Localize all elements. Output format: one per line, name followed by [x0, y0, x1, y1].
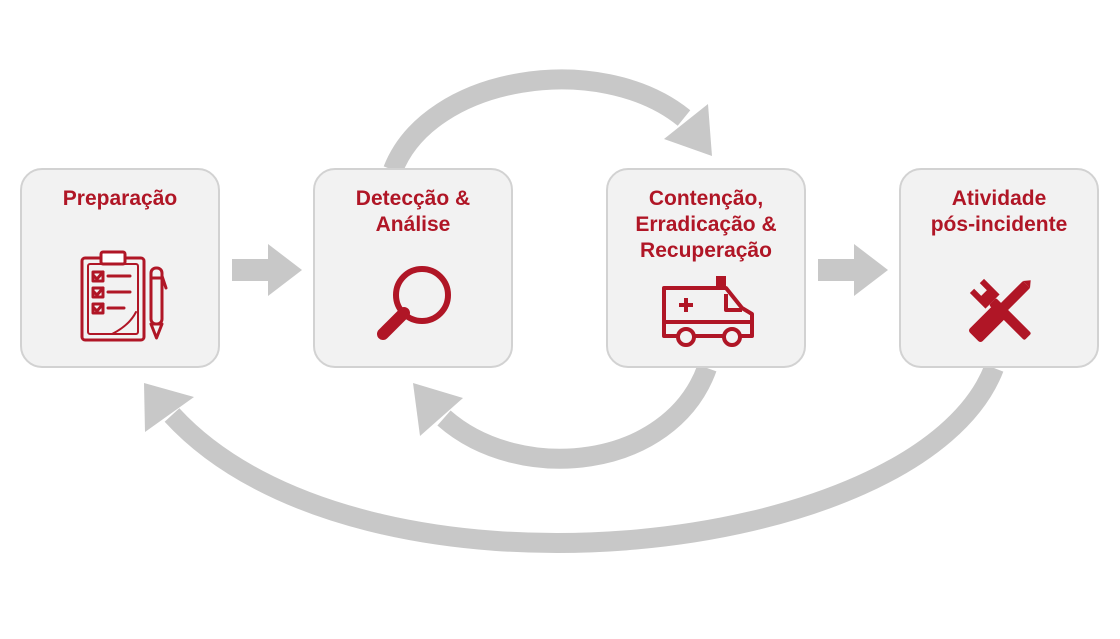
stage-title: Contenção, Erradicação & Recuperação: [616, 186, 796, 264]
stage-atividade-pos-incidente: Atividade pós-incidente: [899, 168, 1099, 368]
arrow-atividade-to-preparacao: [144, 364, 1004, 553]
stage-title-line: Contenção,: [648, 187, 764, 210]
arrow-deteccao-to-contencao: [383, 69, 712, 175]
stage-title-line: Erradicação &: [635, 213, 777, 236]
stage-deteccao-analise: Detecção & Análise: [313, 168, 513, 368]
stage-title-line: pós-incidente: [930, 213, 1068, 236]
ambulance-icon: [662, 276, 754, 347]
stage-title: Detecção & Análise: [323, 186, 503, 238]
stage-title-line: Detecção &: [355, 187, 471, 210]
stage-title: Preparação: [30, 186, 210, 212]
stage-title-line: Preparação: [62, 187, 178, 210]
arrow-preparacao-to-deteccao: [232, 244, 302, 296]
magnifier-icon: [377, 266, 451, 340]
clipboard-checklist-icon: [80, 250, 168, 342]
arrow-contencao-to-deteccao: [413, 364, 717, 469]
stage-title-line: Atividade: [951, 187, 1047, 210]
wrench-screwdriver-icon: [969, 278, 1031, 342]
stage-contencao-erradicacao-recuperacao: Contenção, Erradicação & Recuperação: [606, 168, 806, 368]
stage-title-line: Análise: [375, 213, 451, 236]
arrow-contencao-to-atividade: [818, 244, 888, 296]
stage-title: Atividade pós-incidente: [909, 186, 1089, 238]
stage-preparacao: Preparação: [20, 168, 220, 368]
stage-title-line: Recuperação: [640, 239, 772, 262]
